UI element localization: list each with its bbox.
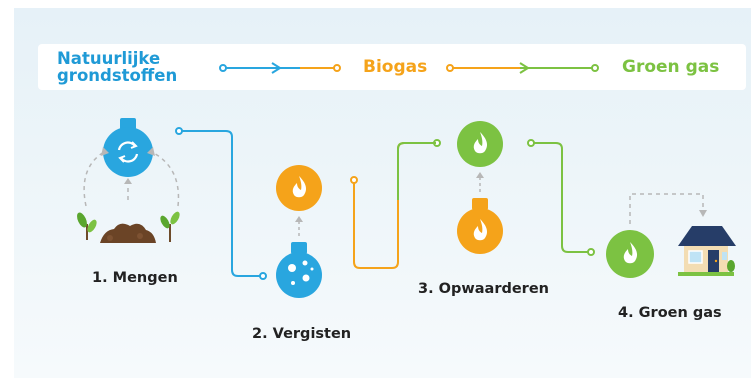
banner-biogas-label: Biogas — [363, 57, 428, 77]
bubbling-flask-icon — [276, 242, 322, 298]
soil-pile-icon — [100, 223, 156, 243]
connector-1-2 — [180, 130, 262, 277]
banner-green-gas-label: Groen gas — [622, 57, 720, 77]
dashed-arrows — [83, 151, 180, 207]
connector-2-3 — [353, 142, 436, 269]
plant-icon — [77, 212, 97, 240]
green-flame-circle-icon — [457, 121, 503, 167]
up-arrow-icon — [295, 216, 303, 236]
banner-source-line1: Natuurlijke — [57, 49, 161, 68]
step-4-label: 4. Groen gas — [618, 305, 722, 321]
sprout-icon — [160, 211, 180, 242]
flame-circle-icon — [276, 165, 322, 211]
up-arrow-icon-2 — [476, 172, 484, 192]
green-flame-circle-icon-2 — [606, 230, 654, 278]
house-icon — [678, 226, 736, 276]
header-banner — [38, 44, 746, 90]
step-3-label: 3. Opwaarderen — [418, 281, 549, 297]
step-1-label: 1. Mengen — [92, 270, 178, 286]
recycle-flask-icon — [103, 118, 153, 177]
banner-arrow-2 — [446, 62, 599, 74]
banner-source-line2: grondstoffen — [57, 66, 178, 85]
flame-flask-icon — [457, 198, 503, 254]
step-2-label: 2. Vergisten — [252, 326, 352, 342]
banner-arrow-1 — [219, 62, 341, 74]
banner-source-label: Natuurlijke grondstoffen — [57, 50, 177, 84]
connector-3-4 — [532, 142, 590, 253]
dashed-arrow-to-house — [629, 193, 707, 224]
